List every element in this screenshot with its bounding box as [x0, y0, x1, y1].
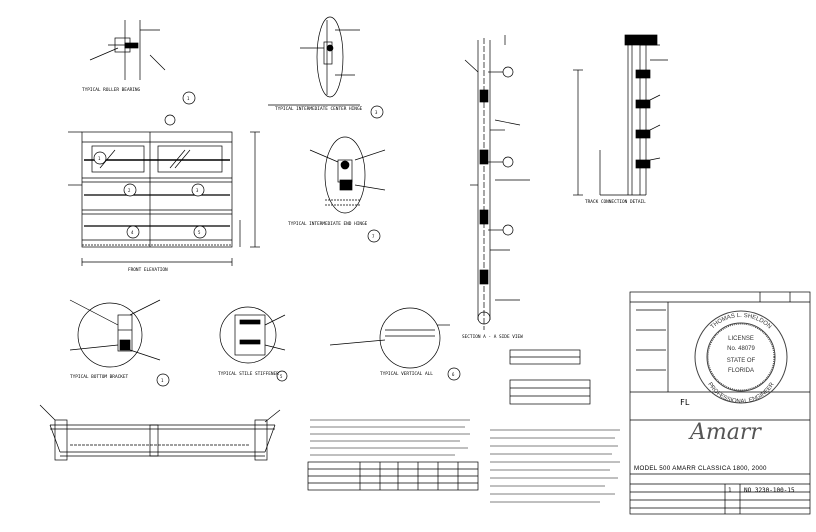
detail-label-front-elevation: FRONT ELEVATION [128, 268, 168, 273]
fl-mark: FL [680, 398, 690, 407]
center-hinge-detail [268, 16, 360, 106]
callout-number: 4 [131, 230, 134, 235]
detail-label-roller: TYPICAL ROLLER BEARING [82, 88, 141, 93]
seal-name: THOMAS L. SHELDON [710, 313, 772, 330]
model-title: MODEL 500 AMARR CLASSICA 1800, 2000 [634, 465, 767, 472]
detail-label-vertical: TYPICAL VERTICAL ALL [380, 372, 433, 377]
section-aa [464, 35, 530, 330]
table-notes [310, 419, 470, 456]
callout-4-icon [126, 225, 140, 239]
engineer-seal [694, 310, 788, 404]
detail-label-end-hinge: TYPICAL INTERMEDIATE END HINGE [288, 222, 368, 227]
detail-label-center-hinge: TYPICAL INTERMEDIATE CENTER HINGE [275, 107, 363, 112]
callout-number: 6 [452, 372, 455, 377]
callout-top-icon [164, 114, 176, 126]
callout-number: 5 [198, 230, 201, 235]
seal-state: FLORIDA [728, 368, 754, 374]
callout-stile-icon [276, 370, 288, 382]
callout-1b-icon [93, 151, 107, 165]
callout-bottom-icon [156, 373, 170, 387]
vertical-all-detail [329, 307, 450, 369]
detail-label-bottom-bracket: TYPICAL BOTTOM BRACKET [70, 375, 129, 380]
callout-number: 3 [196, 188, 199, 193]
detail-label-track: TRACK CONNECTION DETAIL [585, 200, 646, 205]
amarr-logo: Amarr [690, 420, 761, 445]
sheet-number: 1 [728, 487, 732, 494]
title-block [629, 291, 811, 515]
callout-end-hinge-icon [367, 229, 381, 243]
callout-number: 1 [161, 378, 164, 383]
callout-6-icon [447, 367, 461, 381]
detail-label-section-aa: SECTION A - A SIDE VIEW [462, 335, 523, 340]
seal-state-label: STATE OF [727, 358, 756, 364]
seal-license-no: No. 48079 [727, 346, 755, 352]
roller-bearing-detail [89, 20, 166, 80]
callout-numbers: 1 3 1 2 3 4 5 7 1 5 6 [98, 96, 455, 383]
bottom-bracket-detail [69, 299, 161, 368]
track-connection-detail [573, 34, 668, 196]
callout-number: 7 [372, 234, 375, 239]
notes-block [490, 429, 620, 503]
detail-label-stile: TYPICAL STILE STIFFENER [218, 372, 279, 377]
end-hinge-detail [309, 136, 386, 214]
front-elevation [68, 131, 260, 266]
callout-number: 1 [187, 96, 190, 101]
callout-number: 2 [128, 188, 131, 193]
bottom-section [39, 404, 281, 461]
callout-2-icon [123, 183, 137, 197]
drawing-number: NO 3230-100-15 [744, 487, 795, 494]
center-small-table [509, 349, 591, 405]
seal-license-label: LICENSE [728, 336, 754, 342]
callout-number: 5 [280, 374, 283, 379]
callout-5-icon [193, 225, 207, 239]
stile-stiffener-detail [219, 306, 286, 364]
load-table [307, 461, 479, 491]
callout-1-icon [182, 91, 196, 105]
seal-footer: PROFESSIONAL ENGINEER [706, 381, 776, 405]
callout-3-icon [370, 105, 384, 119]
callout-3b-icon [191, 183, 205, 197]
callout-number: 1 [98, 156, 101, 161]
callout-number: 3 [375, 110, 378, 115]
